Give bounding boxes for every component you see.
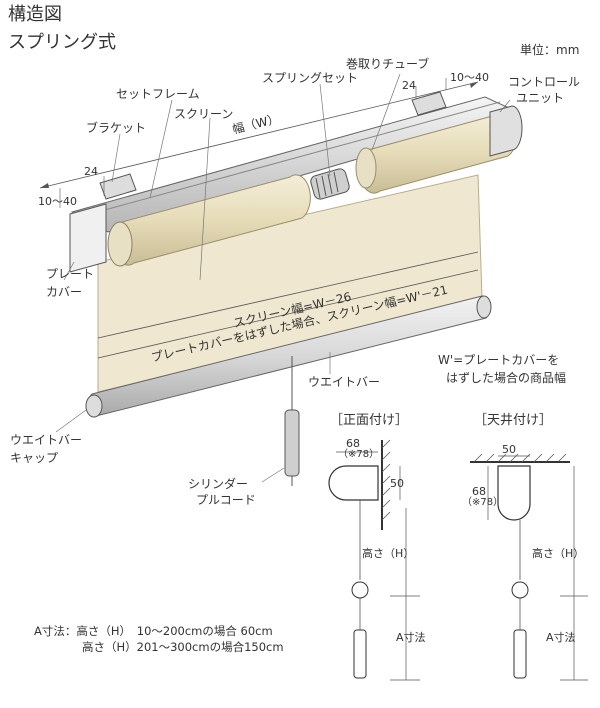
label-plate-cover-2: カバー — [46, 285, 83, 299]
bracket-right — [411, 91, 447, 116]
note-line-2: はずした場合の商品幅 — [446, 371, 567, 385]
control-unit — [489, 105, 523, 157]
front-d68: 68 — [346, 437, 360, 450]
ceiling-mount-title: ［天井付け］ — [474, 413, 553, 428]
page-title: 構造図 — [8, 4, 62, 25]
label-screen: スクリーン — [174, 107, 234, 121]
footer-line-1: A寸法：高さ（H） 10～200cmの場合 60cm — [34, 624, 273, 638]
ceiling-d68: 68 — [472, 485, 486, 498]
label-cylinder-1: シリンダー — [188, 477, 249, 491]
plate-cover — [69, 203, 107, 273]
ceiling-d50: 50 — [502, 443, 516, 456]
dim-right-24: 24 — [402, 79, 416, 92]
front-d78: （※78） — [338, 449, 380, 460]
ceiling-mount-drawing — [470, 453, 588, 681]
label-plate-cover-1: プレート — [46, 267, 95, 281]
dim-right-range: 10～40 — [450, 71, 489, 84]
label-control-unit-1: コントロール — [508, 75, 581, 89]
label-spring-set: スプリングセット — [262, 71, 359, 85]
dim-left-range: 10～40 — [38, 195, 77, 208]
front-mount-drawing — [328, 439, 420, 681]
ceiling-d78: （※78） — [462, 497, 504, 508]
unit-label: 単位：mm — [520, 43, 580, 57]
front-mount-title: ［正面付け］ — [330, 413, 409, 428]
label-roll-tube: 巻取りチューブ — [346, 57, 430, 71]
label-weight-bar: ウエイトバー — [308, 375, 381, 389]
label-weight-bar-cap-1: ウエイトバー — [10, 433, 83, 447]
weight-bar-cap — [85, 394, 103, 418]
ceiling-a: A寸法 — [546, 631, 576, 644]
label-cylinder-2: プルコード — [196, 493, 256, 507]
front-height: 高さ（H） — [362, 547, 415, 560]
label-control-unit-2: ユニット — [516, 91, 565, 105]
front-d50: 50 — [390, 477, 404, 490]
note-line-1: W'=プレートカバーを — [438, 353, 560, 367]
label-set-frame: セットフレーム — [116, 87, 200, 101]
label-weight-bar-cap-2: キャップ — [10, 451, 59, 465]
page-subtitle: スプリング式 — [8, 32, 116, 53]
cylinder-pull-cord — [284, 409, 300, 477]
label-bracket: ブラケット — [86, 121, 147, 135]
ceiling-height: 高さ（H） — [532, 547, 585, 560]
front-a: A寸法 — [396, 631, 426, 644]
footer-line-2: 高さ（H）201～300cmの場合150cm — [82, 640, 284, 654]
dim-left-24: 24 — [84, 165, 98, 178]
